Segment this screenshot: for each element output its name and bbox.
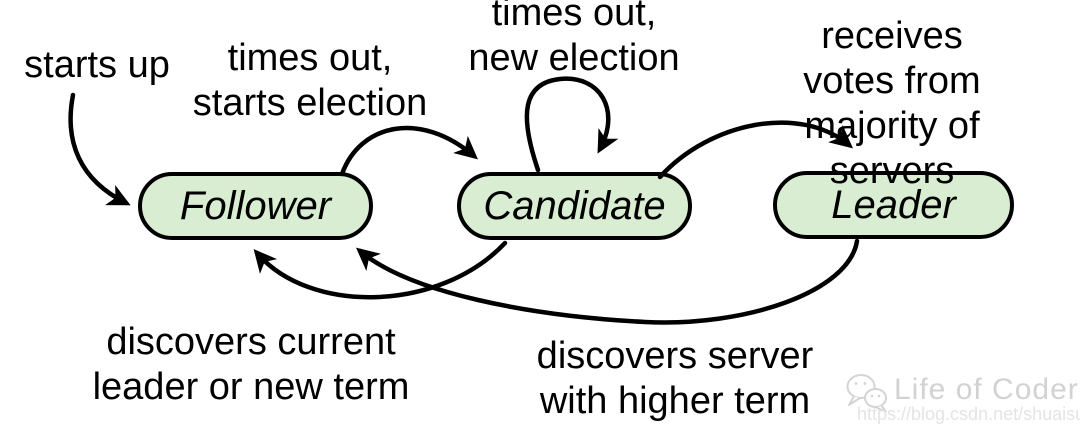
state-node-leader: Leader xyxy=(773,171,1014,239)
transition-label-times-out-new-election: times out, new election xyxy=(468,0,680,79)
watermark-brand: Life of Coder xyxy=(894,373,1079,406)
state-node-candidate-label: Candidate xyxy=(483,183,666,228)
transition-label-times-out-starts-election: times out, starts election xyxy=(192,37,428,124)
transition-label-discovers-current-leader: discovers current leader or new term xyxy=(92,321,410,408)
state-node-follower-label: Follower xyxy=(179,183,332,228)
state-node-candidate: Candidate xyxy=(457,172,692,240)
transition-label-receives-votes: receives votes from majority of servers xyxy=(803,15,981,192)
wechat-icon xyxy=(846,374,887,413)
state-node-leader-label: Leader xyxy=(831,182,956,227)
transition-label-discovers-server-higher-term: discovers server with higher term xyxy=(536,335,814,422)
state-node-follower: Follower xyxy=(138,172,373,240)
watermark-url: https://blog.csdn.net/shuaisunny xyxy=(857,404,1080,424)
transition-label-starts-up: starts up xyxy=(24,44,170,86)
